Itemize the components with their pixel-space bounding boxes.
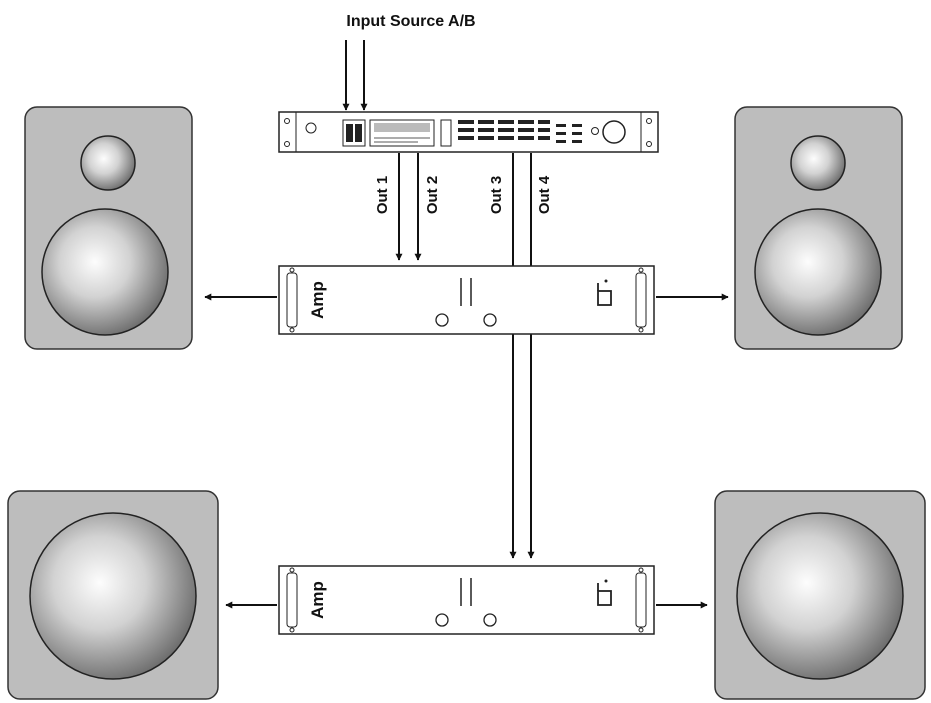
- input-source-label: Input Source A/B: [346, 13, 475, 30]
- input-arrows: [342, 40, 368, 111]
- output-lines: [395, 153, 535, 559]
- processor-unit: [278, 111, 659, 153]
- out-2-label: Out 2: [424, 176, 441, 214]
- speaker-feed-arrows: [204, 293, 729, 609]
- out-1-label: Out 1: [374, 176, 391, 214]
- subwoofer-bottom-right: [714, 490, 926, 700]
- amp-bottom: [278, 565, 655, 635]
- speaker-top-left: [24, 106, 193, 350]
- amp-top: [278, 265, 655, 335]
- amp-bottom-label: Amp: [308, 581, 327, 619]
- out-4-label: Out 4: [536, 175, 553, 214]
- speaker-top-right: [734, 106, 903, 350]
- out-3-label: Out 3: [488, 176, 505, 214]
- amp-top-label: Amp: [308, 281, 327, 319]
- subwoofer-bottom-left: [7, 490, 219, 700]
